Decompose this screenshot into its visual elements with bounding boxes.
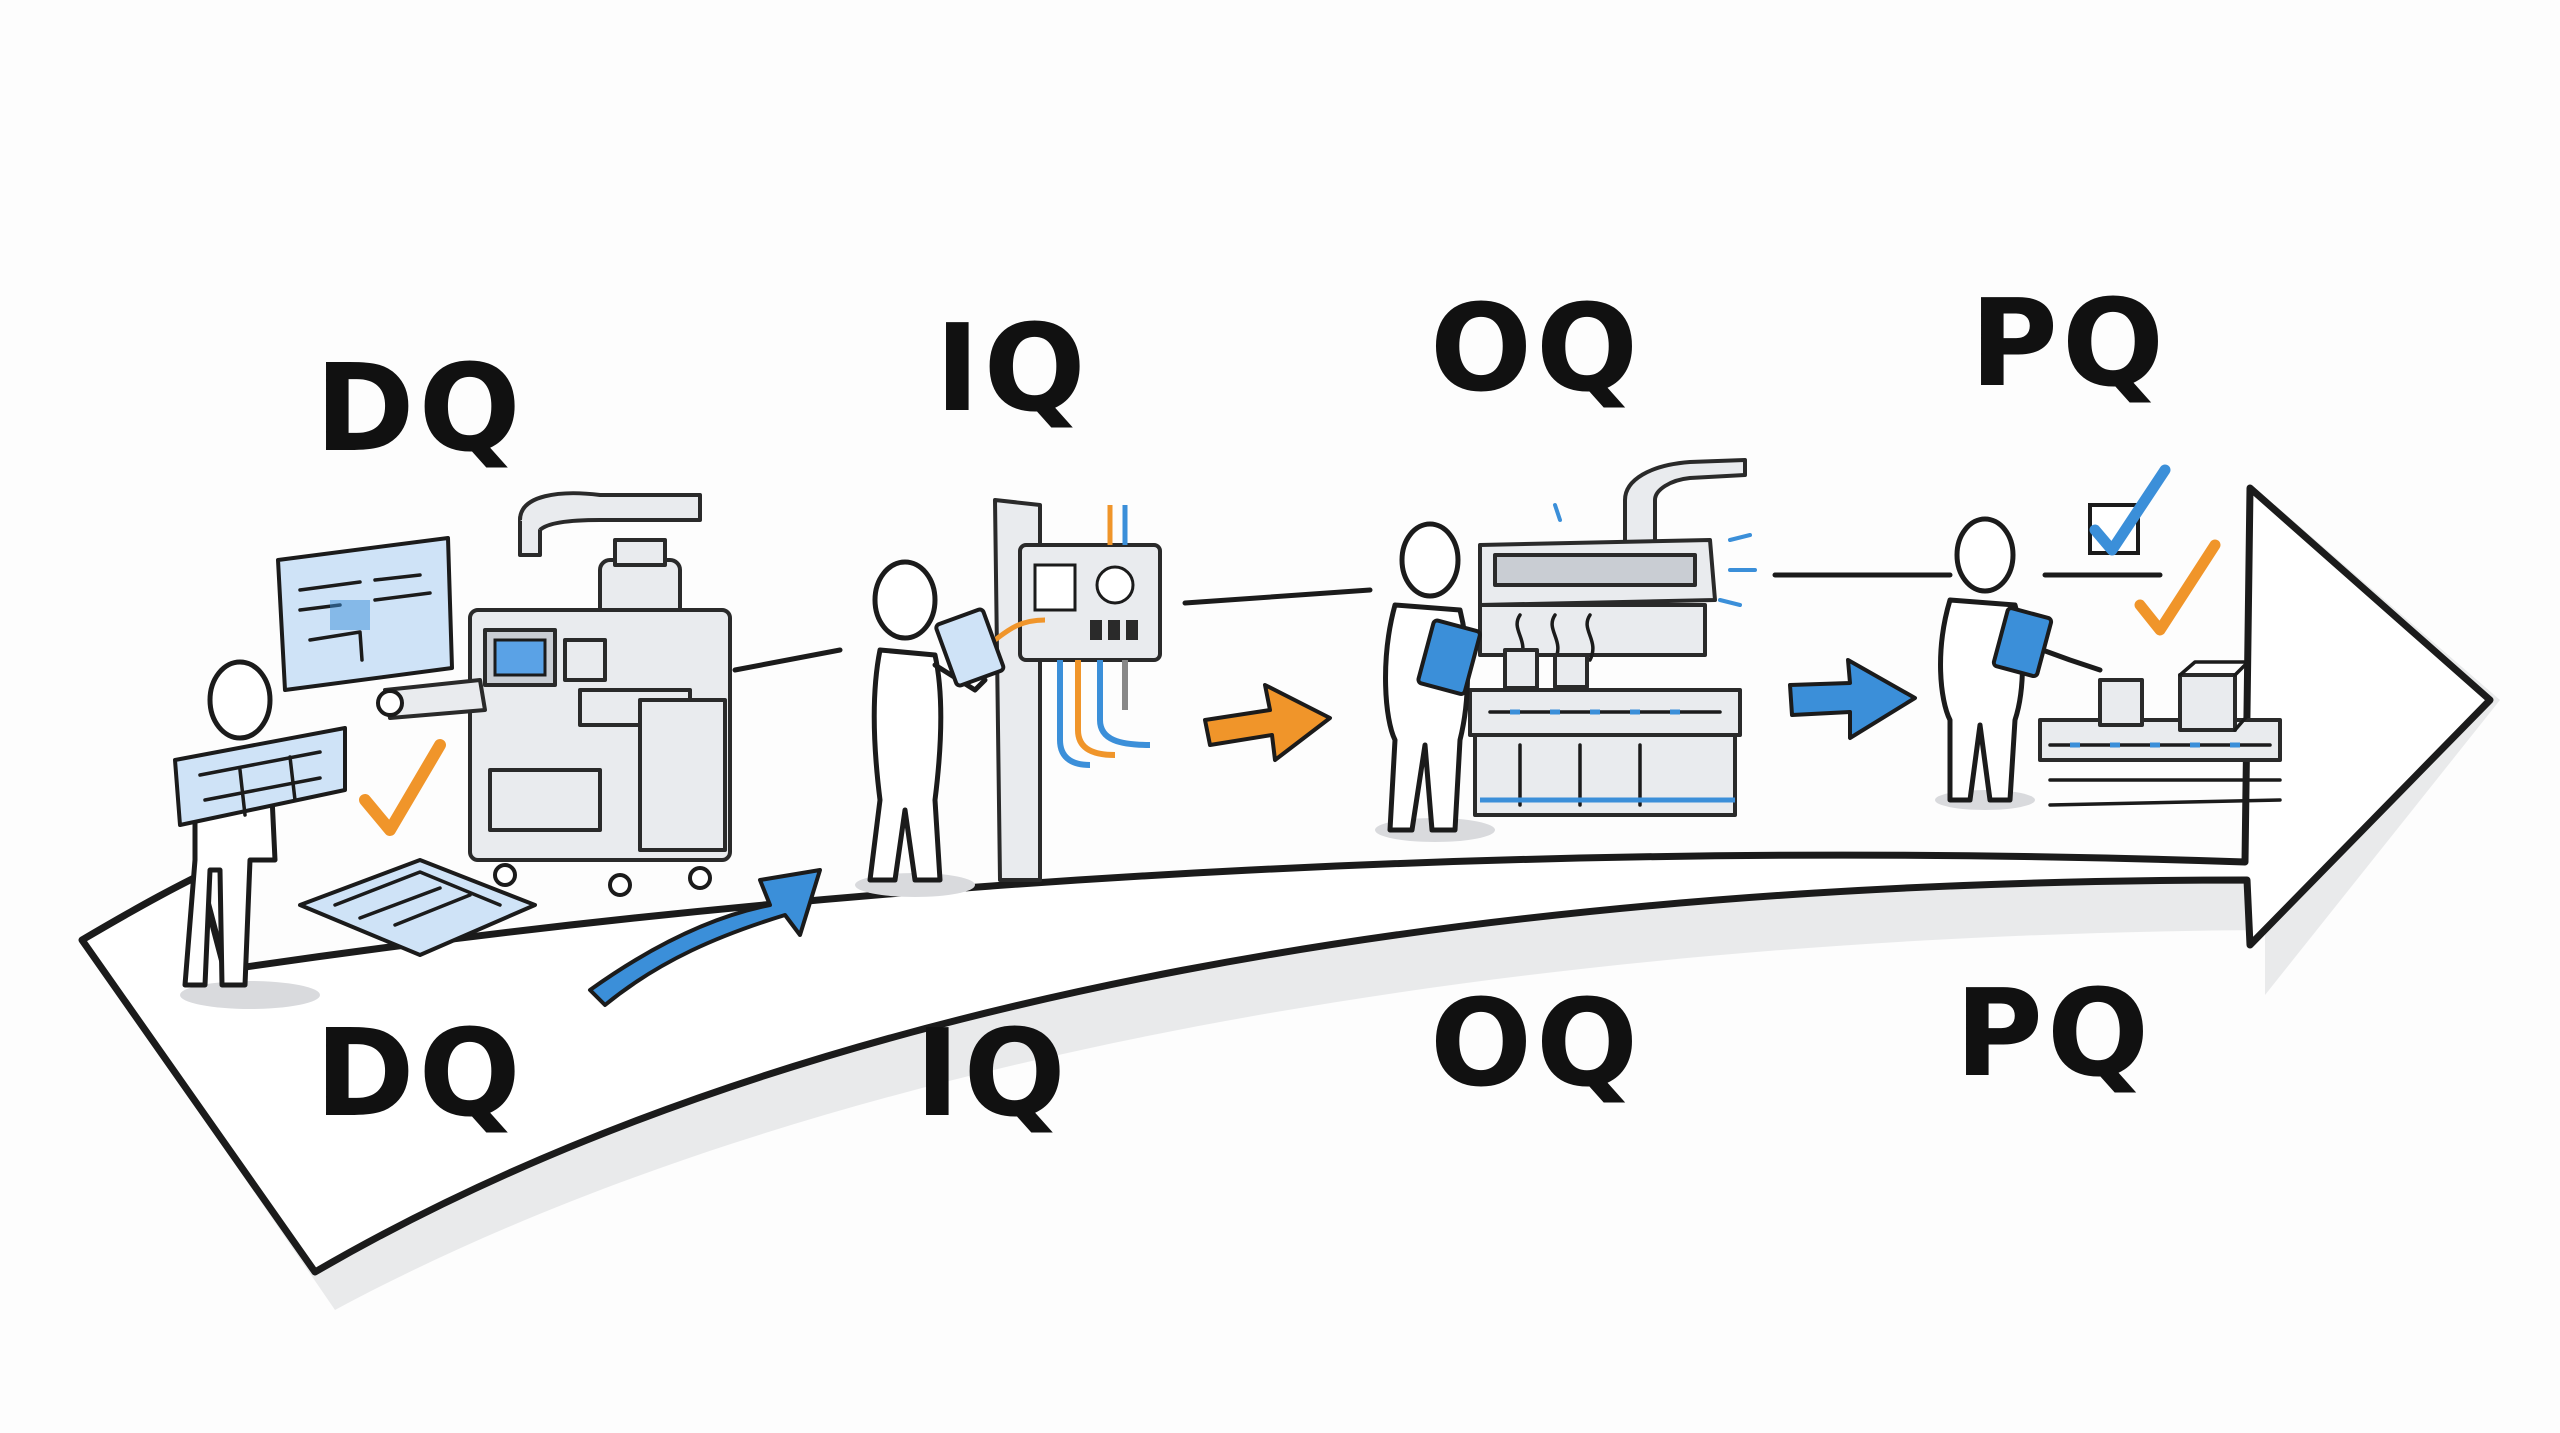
oq-scene xyxy=(1375,458,1917,842)
progress-arrow-icon xyxy=(588,868,822,1007)
iq-bottom-label: IQ xyxy=(915,1005,1070,1144)
pq-scene xyxy=(1935,464,2282,810)
box-icon xyxy=(1503,648,1589,690)
oq-top-label: OQ xyxy=(1430,280,1643,419)
engineer-figure xyxy=(173,659,347,1009)
dq-top-label: DQ xyxy=(315,340,525,479)
checkmark-icon xyxy=(2134,539,2221,636)
iq-scene xyxy=(855,498,1332,897)
checkbox-icon xyxy=(2088,464,2171,556)
oq-bottom-label: OQ xyxy=(1430,975,1643,1114)
process-arrow xyxy=(78,484,2500,1310)
iq-top-label: IQ xyxy=(935,300,1090,439)
control-panel-icon xyxy=(1018,543,1162,662)
blueprint-icon xyxy=(298,858,537,957)
pq-bottom-label: PQ xyxy=(1955,965,2153,1104)
checkmark-icon xyxy=(359,739,446,836)
connector-lines xyxy=(732,572,2163,673)
inspector-figure xyxy=(855,559,1006,897)
dq-scene xyxy=(173,491,822,1009)
progress-arrow-icon xyxy=(1788,658,1917,740)
machine-icon xyxy=(376,491,732,897)
progress-arrow-icon xyxy=(1203,683,1332,762)
clipboard-icon xyxy=(1416,618,1482,696)
clipboard-icon xyxy=(1991,606,2054,679)
blueprint-monitor-icon xyxy=(276,536,454,692)
conveyor-icon xyxy=(2038,718,2282,807)
quality-inspector-figure xyxy=(1935,516,2103,810)
pq-top-label: PQ xyxy=(1970,275,2168,414)
clipboard-icon xyxy=(934,607,1006,688)
box-icon xyxy=(2098,660,2250,732)
dq-bottom-label: DQ xyxy=(315,1005,525,1144)
operator-figure xyxy=(1375,521,1495,842)
